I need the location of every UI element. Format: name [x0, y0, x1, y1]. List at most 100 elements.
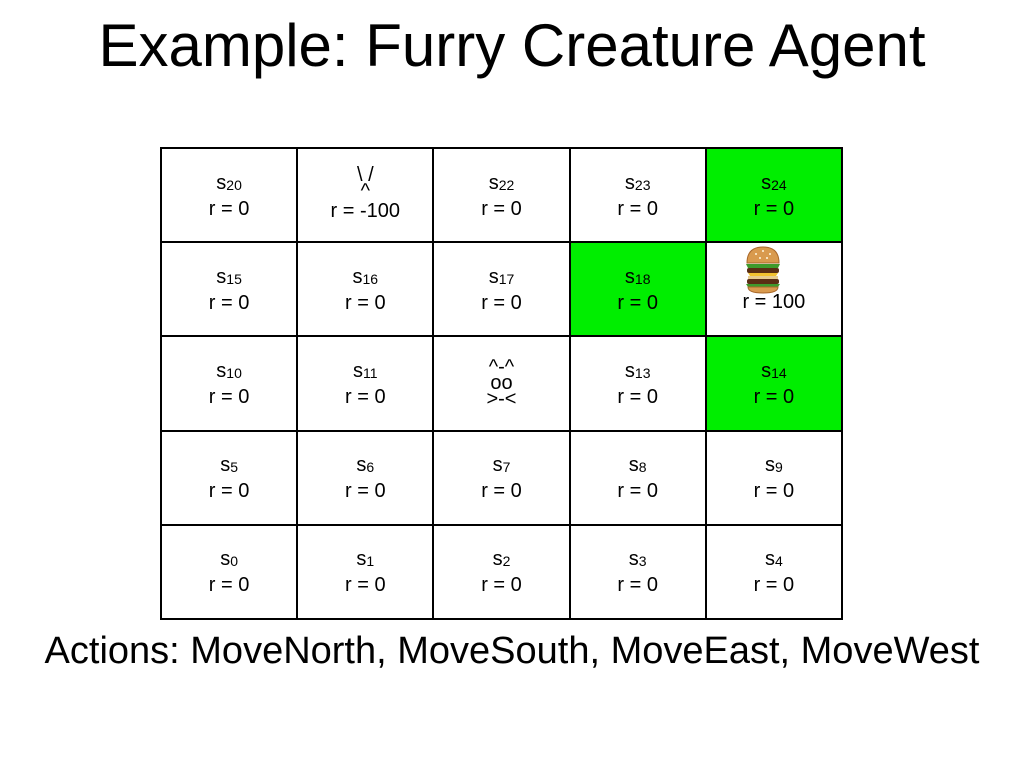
reward-label: r = 0 [617, 574, 658, 597]
state-label: s23 [625, 170, 651, 197]
state-symbol: s [492, 548, 503, 571]
state-index: 7 [502, 459, 511, 476]
state-symbol: s [356, 454, 367, 477]
reward-label: r = 0 [753, 574, 795, 597]
state-index: 5 [230, 459, 238, 476]
reward-label: r = -100 [330, 200, 401, 223]
state-index: 9 [774, 459, 783, 476]
state-symbol: s [761, 171, 772, 194]
grid-cell: s17 r = 0 [433, 242, 570, 337]
reward-label: r = 0 [481, 291, 522, 314]
reward-label: r = 0 [617, 385, 658, 408]
reward-label: r = 0 [753, 197, 795, 220]
grid-cell: \ / ^r = -100 [297, 148, 434, 243]
state-symbol: s [353, 359, 364, 382]
state-label: s24 [761, 170, 787, 197]
state-symbol: s [761, 359, 772, 382]
state-symbol: s [352, 265, 363, 288]
state-symbol: s [216, 171, 227, 194]
state-label: s9 [765, 452, 783, 479]
state-label: s7 [493, 452, 511, 479]
state-index: 24 [771, 176, 787, 193]
state-label: s5 [220, 452, 238, 479]
state-label: s10 [216, 358, 242, 385]
state-index: 2 [502, 553, 511, 570]
reward-label: r = 0 [753, 385, 795, 408]
reward-label: r = 0 [753, 480, 795, 503]
state-index: 0 [230, 553, 238, 570]
state-index: 8 [638, 459, 647, 476]
state-index: 16 [362, 270, 379, 287]
state-symbol: s [492, 454, 503, 477]
state-index: 18 [634, 270, 651, 287]
state-symbol: s [624, 359, 635, 382]
state-label: s11 [353, 358, 378, 385]
state-index: 14 [771, 364, 787, 381]
state-symbol: s [624, 171, 635, 194]
reward-label: r = 0 [208, 480, 250, 503]
state-index: 11 [363, 364, 378, 381]
state-label: s6 [356, 452, 374, 479]
reward-label: r = 0 [481, 197, 522, 220]
state-symbol: s [356, 548, 367, 571]
reward-label: r = 0 [208, 574, 250, 597]
state-symbol: s [624, 265, 635, 288]
reward-label: r = 0 [208, 385, 250, 408]
burger-icon [744, 243, 782, 295]
state-index: 6 [366, 459, 375, 476]
grid-cell: ^-^ oo >-< [433, 336, 570, 431]
state-symbol: s [764, 548, 775, 571]
state-label: s4 [765, 546, 783, 573]
grid-cell: r = 100 [705, 242, 842, 337]
ascii-art: ^-^ oo >-< [486, 356, 517, 411]
state-index: 17 [498, 270, 515, 287]
state-label: s16 [353, 264, 379, 291]
reward-label: r = 100 [742, 291, 806, 314]
reward-label: r = 0 [617, 291, 658, 314]
ascii-art: \ / ^ [356, 164, 374, 203]
state-label: s20 [216, 170, 242, 197]
state-index: 20 [226, 176, 242, 193]
state-index: 3 [638, 553, 647, 570]
state-label: s18 [625, 264, 651, 291]
state-symbol: s [628, 454, 639, 477]
reward-label: r = 0 [345, 291, 386, 314]
state-label: s0 [220, 546, 238, 573]
reward-label: r = 0 [345, 385, 386, 408]
state-index: 23 [634, 176, 651, 193]
state-label: s13 [625, 358, 651, 385]
state-label: s3 [629, 546, 647, 573]
grid-cell: s1 r = 0 [297, 524, 434, 619]
state-index: 15 [226, 270, 242, 287]
state-label: s22 [489, 170, 515, 197]
grid-cell: s2 r = 0 [433, 524, 570, 619]
reward-label: r = 0 [208, 291, 250, 314]
reward-label: r = 0 [617, 480, 658, 503]
state-index: 1 [366, 553, 375, 570]
reward-label: r = 0 [208, 197, 250, 220]
state-symbol: s [220, 454, 231, 477]
state-index: 22 [498, 176, 515, 193]
state-index: 4 [774, 553, 783, 570]
reward-label: r = 0 [345, 574, 386, 597]
reward-label: r = 0 [481, 574, 522, 597]
state-symbol: s [764, 454, 775, 477]
reward-label: r = 0 [481, 480, 522, 503]
state-symbol: s [628, 548, 639, 571]
state-label: s8 [629, 452, 647, 479]
state-symbol: s [488, 265, 499, 288]
